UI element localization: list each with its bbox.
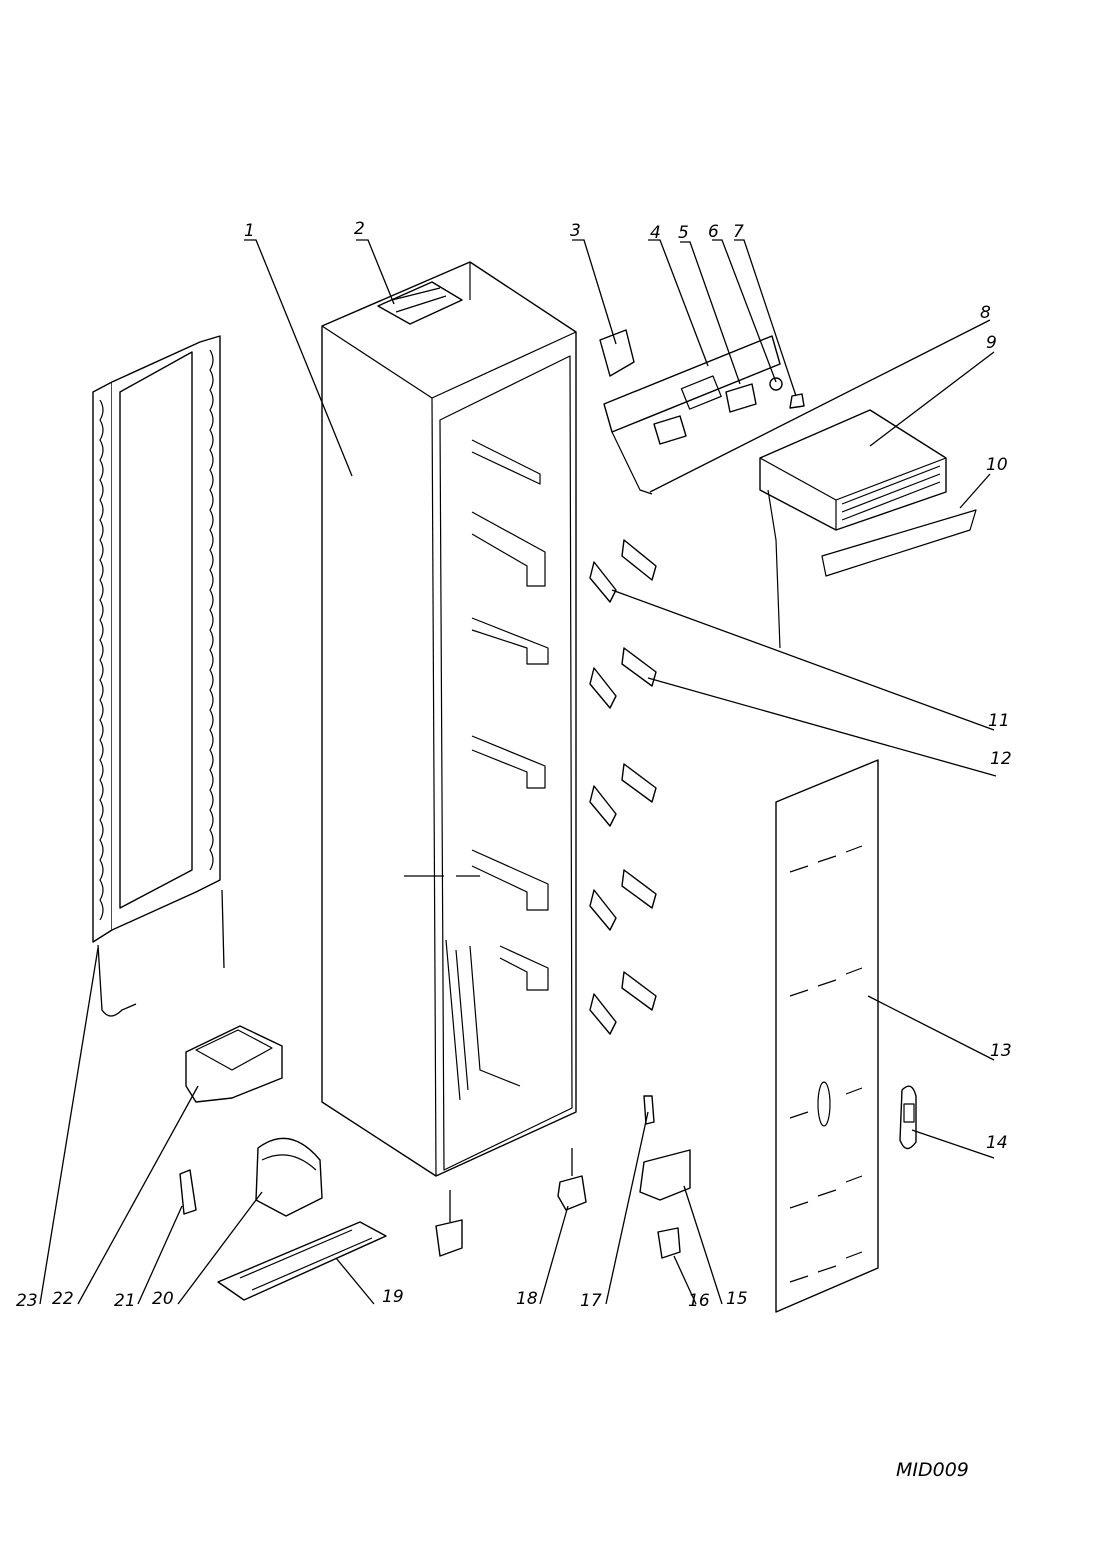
label-3: 3 [570,221,581,241]
leader-lines [39,239,997,1305]
label-2: 2 [354,219,365,239]
label-17: 17 [580,1291,602,1311]
lamp-cover [899,1085,917,1150]
label-14: 14 [986,1133,1008,1153]
label-15: 15 [726,1289,748,1309]
cabinet [321,261,577,1177]
label-6: 6 [708,222,719,242]
control-bracket [599,329,805,495]
label-5: 5 [678,223,689,243]
label-12: 12 [990,749,1012,769]
label-18: 18 [516,1289,538,1309]
door-gasket [92,335,225,1017]
label-10: 10 [986,455,1008,475]
bottom-hinge-feet [435,1095,691,1259]
label-21: 21 [114,1291,136,1311]
label-22: 22 [52,1289,74,1309]
label-20: 20 [152,1289,174,1309]
label-11: 11 [988,711,1010,731]
label-1: 1 [244,221,255,241]
evaporator-unit [759,409,977,649]
back-panel [775,759,879,1313]
label-9: 9 [986,333,997,353]
label-8: 8 [980,303,991,323]
drawing-code: MID009 [896,1459,969,1481]
base-components [179,1025,387,1301]
label-16: 16 [688,1291,710,1311]
top-hinge [377,281,463,325]
label-7: 7 [733,222,744,242]
part-labels: 1 2 3 4 5 6 7 8 9 10 11 12 13 14 15 16 1… [16,219,1012,1311]
label-19: 19 [382,1287,404,1307]
shelf-supports [589,539,657,1035]
label-4: 4 [650,223,661,243]
label-23: 23 [16,1291,38,1311]
label-13: 13 [990,1041,1012,1061]
